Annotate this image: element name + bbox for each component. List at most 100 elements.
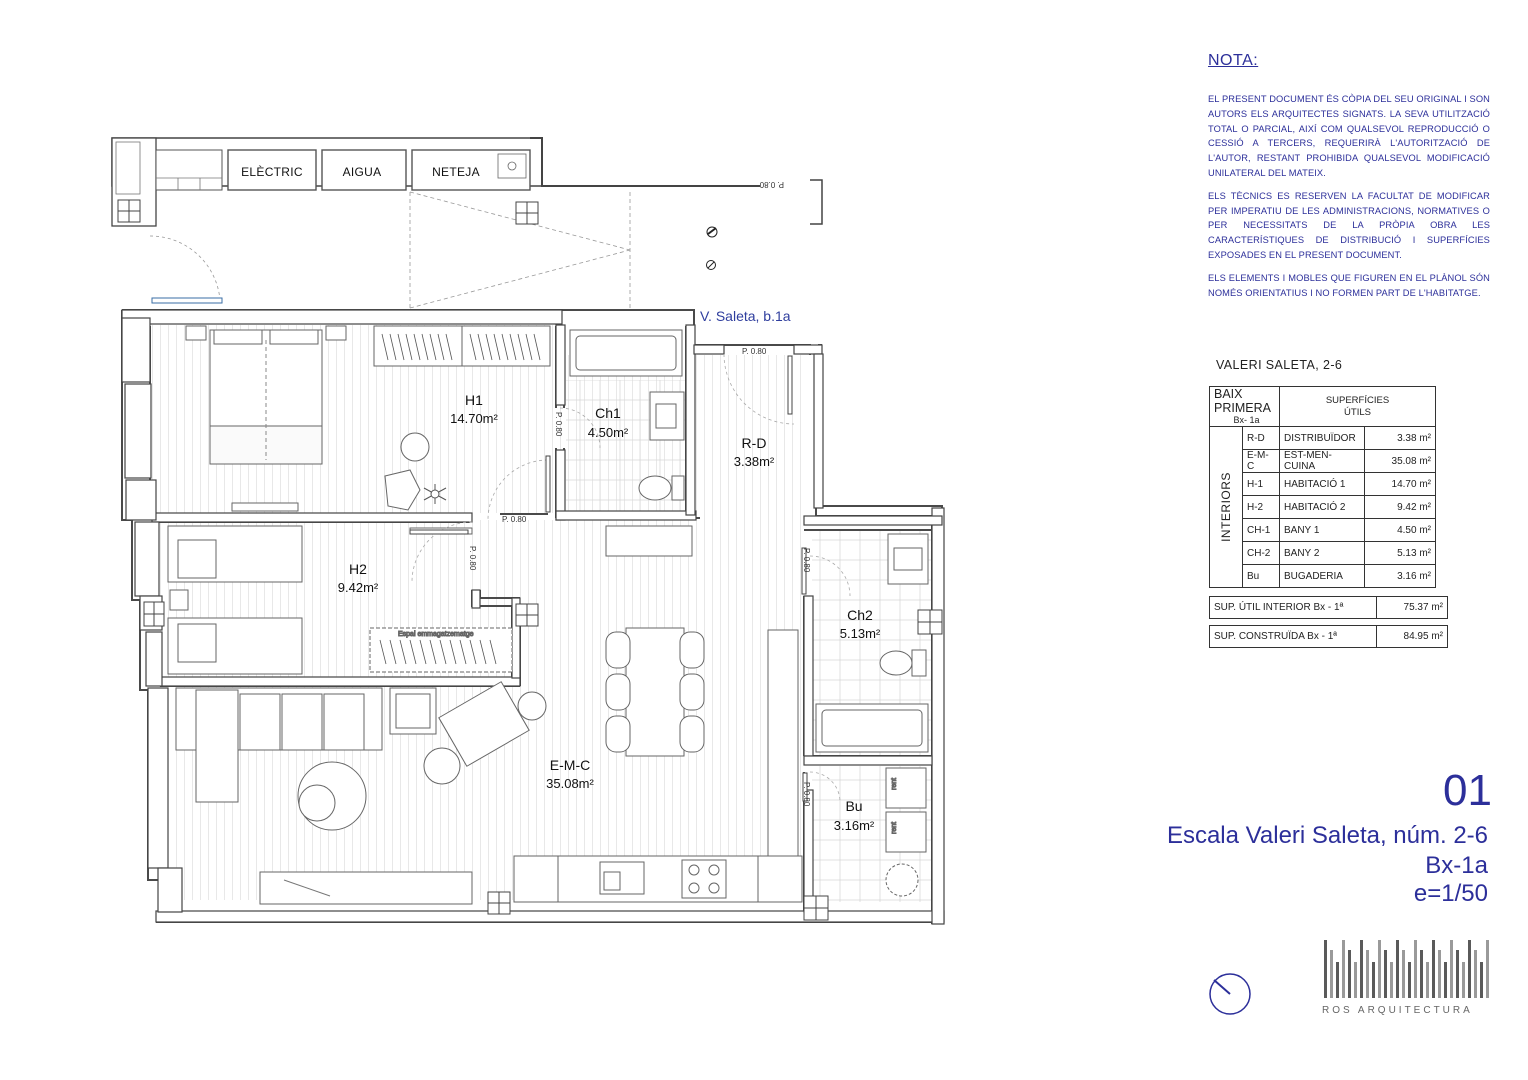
logo-bar — [1330, 950, 1333, 998]
door-swings — [411, 353, 851, 803]
dining-chairs — [605, 631, 705, 753]
logo-bar — [1486, 940, 1489, 998]
cabinet-left — [155, 149, 223, 191]
logo-bar — [1372, 962, 1375, 998]
table-group-label: INTERIORS — [1219, 472, 1233, 542]
facade-seg-1 — [121, 317, 151, 383]
logo-bar — [1426, 962, 1429, 998]
row-name: DISTRIBUÏDOR — [1279, 426, 1365, 450]
wall-rd-top — [693, 344, 725, 355]
logo-bar — [1396, 940, 1399, 998]
chair-h1 — [384, 469, 421, 511]
logo-bar — [1384, 950, 1387, 998]
facade-seg-4 — [157, 867, 183, 913]
table-group-cell: INTERIORS — [1209, 426, 1243, 588]
toilet-ch1 — [638, 475, 672, 501]
furniture: Espai emmagatzematge — [167, 325, 929, 905]
column-5 — [143, 601, 165, 627]
bench-h1 — [231, 502, 299, 512]
logo-bar — [1354, 962, 1357, 998]
row-area: 4.50 m² — [1364, 518, 1436, 542]
tv-unit — [259, 871, 473, 905]
wall-ch1-bottom — [555, 510, 697, 521]
logo-bar — [1342, 940, 1345, 998]
logo-bars — [1324, 940, 1489, 998]
sheet-address: Escala Valeri Saleta, núm. 2-6 — [1166, 822, 1488, 849]
table-area-header: SUPERFÍCIES ÚTILS — [1279, 386, 1436, 427]
logo-bar — [1336, 962, 1339, 998]
note-title: NOTA: — [1208, 52, 1259, 69]
logo-bar — [1474, 950, 1477, 998]
door-label-ch2: P. 0.80 — [802, 548, 811, 573]
logo-bar — [1378, 940, 1381, 998]
toilet-ch1-tank — [671, 475, 685, 501]
door-label-h1: P. 0.80 — [502, 515, 527, 524]
label-water: AIGUA — [343, 165, 382, 179]
wall-bu-top — [803, 755, 933, 766]
row-area: 3.16 m² — [1364, 564, 1436, 588]
row-code: CH-2 — [1242, 541, 1280, 565]
rug-round-2 — [298, 784, 336, 822]
column-3 — [803, 895, 829, 921]
logo-bar — [1390, 962, 1393, 998]
shaft-inner — [115, 141, 141, 195]
logo-bar — [1444, 962, 1447, 998]
table-row: H-2 HABITACIÓ 2 9.42 m² — [1210, 495, 1436, 519]
wardrobe-hangers — [381, 333, 541, 361]
table-floor: BAIX PRIMERA — [1214, 387, 1271, 415]
wall-ch2-top — [803, 515, 943, 526]
room-area-bu: 3.16m² — [834, 818, 875, 833]
corridor-wall-right — [810, 179, 823, 225]
table-unit: Bx- 1a — [1233, 415, 1260, 425]
wall-ch1-left-b — [555, 449, 566, 521]
label-electric: ELÈCTRIC — [241, 164, 303, 179]
total-built-label: SUP. CONSTRUÏDA Bx - 1ª — [1209, 625, 1377, 648]
wall-mid-h1h2 — [151, 512, 473, 523]
room-label-h2: H2 — [349, 561, 367, 577]
row-name: BANY 1 — [1279, 518, 1365, 542]
column-4 — [917, 609, 943, 635]
kitchen-counter — [513, 855, 803, 903]
note-paragraph-1: EL PRESENT DOCUMENT ÉS CÒPIA DEL SEU ORI… — [1208, 94, 1490, 178]
street-label: V. Saleta, b.1a — [700, 308, 791, 324]
column-2 — [487, 891, 511, 915]
row-code: R-D — [1242, 426, 1280, 450]
row-code: H-2 — [1242, 495, 1280, 519]
wall-ch1-right — [685, 324, 696, 516]
table-row: CH-1 BANY 1 4.50 m² — [1210, 518, 1436, 542]
total-useful-table: SUP. ÚTIL INTERIOR Bx - 1ª 75.37 m² — [1209, 596, 1448, 619]
room-labels: H1 14.70m² Ch1 4.50m² R-D 3.38m² H2 9.42… — [338, 392, 881, 833]
total-row: SUP. CONSTRUÏDA Bx - 1ª 84.95 m² — [1209, 625, 1448, 648]
logo-bar — [1408, 962, 1411, 998]
dining-table — [625, 627, 685, 757]
room-area-h2: 9.42m² — [338, 580, 379, 595]
cooktop — [681, 859, 727, 899]
row-name: HABITACIÓ 2 — [1279, 495, 1365, 519]
note-block: NOTA: EL PRESENT DOCUMENT ÉS CÒPIA DEL S… — [1208, 52, 1490, 308]
logo-bar — [1414, 940, 1417, 998]
logo-bar — [1348, 950, 1351, 998]
entry-threshold — [151, 297, 223, 304]
washer-2 — [885, 811, 927, 853]
logo-bar — [1462, 962, 1465, 998]
room-label-ch1: Ch1 — [595, 405, 621, 421]
table-row: H-1 HABITACIÓ 1 14.70 m² — [1210, 472, 1436, 496]
wall-storage-a — [471, 589, 481, 609]
logo-bar — [1432, 940, 1435, 998]
wall-mid-h2emc — [159, 676, 521, 687]
nightstand-left — [185, 325, 207, 341]
total-useful-value: 75.37 m² — [1376, 596, 1448, 619]
door-labels: P. 0.80 P. 0.80 P. 0.80 P. 0.80 P. 0.80 … — [468, 347, 811, 807]
row-name: BUGADERIA — [1279, 564, 1365, 588]
room-electric — [227, 149, 317, 191]
utility-block: P. 0.80 — [111, 137, 823, 309]
columns — [143, 601, 943, 921]
sofa-chaise — [195, 689, 239, 803]
nightstand-h2 — [169, 589, 189, 611]
row-area: 14.70 m² — [1364, 472, 1436, 496]
svg-text:rent: rent — [891, 822, 898, 834]
door-label-rd: P. 0.80 — [742, 347, 767, 356]
total-built-value: 84.95 m² — [1376, 625, 1448, 648]
logo-bar — [1456, 950, 1459, 998]
wall-east — [931, 507, 945, 925]
